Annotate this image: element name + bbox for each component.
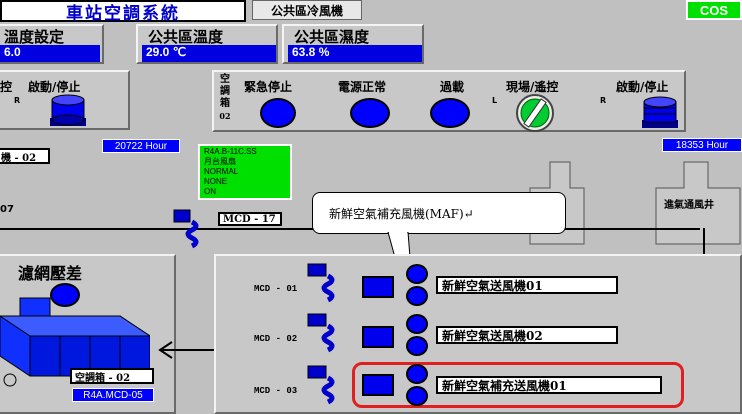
machine-02-tag: 機 - 02 bbox=[0, 148, 50, 164]
fan-01-rotor-bottom bbox=[406, 286, 428, 306]
fan-01-rotor-top bbox=[406, 264, 428, 284]
power-normal-label: 電源正常 bbox=[338, 80, 387, 94]
temp-setpoint-title: 溫度設定 bbox=[4, 28, 65, 46]
ahu-start-stop-label: 啟動/停止 bbox=[616, 80, 669, 94]
fan-02-damper-icon bbox=[307, 313, 335, 353]
temp-setpoint-panel: 溫度設定 6.0 bbox=[0, 24, 104, 64]
cos-label: COS bbox=[699, 2, 729, 18]
fan-01-name[interactable]: 新鮮空氣送風機01 bbox=[436, 276, 618, 294]
emergency-stop-indicator[interactable] bbox=[260, 98, 296, 128]
ahu-02-tag: 空調箱 - 02 bbox=[70, 368, 154, 384]
public-humidity-panel: 公共區濕度 63.8 % bbox=[282, 24, 424, 64]
public-temperature-value: 29.0 ℃ bbox=[142, 45, 276, 62]
temp-setpoint-value: 6.0 bbox=[0, 45, 100, 62]
mcd-01-label: MCD - 01 bbox=[254, 284, 298, 294]
fan-03-motor[interactable] bbox=[362, 374, 394, 396]
air-handler-unit-icon bbox=[0, 297, 150, 387]
r-marker: R bbox=[14, 96, 21, 105]
overload-label: 過載 bbox=[440, 80, 465, 94]
fan-01-motor[interactable] bbox=[362, 276, 394, 298]
fan-03-highlight-ring bbox=[352, 362, 684, 408]
intake-shaft-diagram bbox=[655, 161, 741, 245]
left-start-stop-label: 啟動/停止 bbox=[28, 80, 81, 94]
system-title-bar: 車站空調系統 bbox=[0, 0, 246, 24]
tab-public-area-cooler[interactable]: 公共區冷風機 bbox=[252, 0, 362, 20]
run-hours-right: 18353 Hour bbox=[662, 138, 742, 152]
run-hours-left: 20722 Hour bbox=[102, 139, 180, 153]
damper-actuator-icon bbox=[173, 209, 199, 249]
mcd-17-tag: MCD - 17 bbox=[218, 212, 282, 226]
cos-badge[interactable]: COS bbox=[686, 0, 742, 20]
ahu-r-marker: R bbox=[600, 96, 607, 105]
local-remote-switch-icon[interactable] bbox=[514, 94, 556, 132]
public-humidity-value: 63.8 % bbox=[288, 45, 422, 62]
filter-pressure-indicator bbox=[50, 283, 80, 307]
mcd-03-label: MCD - 03 bbox=[254, 386, 298, 396]
local-remote-label: 現場/遙控 bbox=[506, 80, 559, 94]
fan-03-name[interactable]: 新鮮空氣補充送風機01 bbox=[436, 376, 662, 394]
public-temperature-panel: 公共區溫度 29.0 ℃ bbox=[136, 24, 278, 64]
fan-02-rotor-bottom bbox=[406, 336, 428, 356]
overload-indicator bbox=[430, 98, 470, 128]
filter-pressure-label: 濾網壓差 bbox=[18, 264, 83, 283]
tab-label: 公共區冷風機 bbox=[270, 3, 343, 18]
fan-02-motor[interactable] bbox=[362, 326, 394, 348]
left-control-panel: 控 啟動/停止 R bbox=[0, 70, 130, 130]
left-control-label: 控 bbox=[0, 80, 13, 94]
intake-shaft-label: 進氣通風井 bbox=[664, 200, 714, 211]
fan-02-name[interactable]: 新鮮空氣送風機02 bbox=[436, 326, 618, 344]
fan-status-info-box[interactable]: R4A.B-11C.SS 月台風扇 NORMAL NONE ON bbox=[198, 144, 292, 200]
public-humidity-title: 公共區濕度 bbox=[294, 28, 370, 46]
ahu-start-stop-cylinder-icon[interactable] bbox=[638, 96, 682, 130]
left-arrow-icon bbox=[158, 341, 216, 359]
fan-03-rotor-bottom bbox=[406, 386, 428, 406]
power-normal-indicator bbox=[350, 98, 390, 128]
public-temperature-title: 公共區溫度 bbox=[148, 28, 224, 46]
code-07-label: 07 bbox=[0, 204, 14, 215]
fan-01-damper-icon bbox=[307, 263, 335, 303]
ahu-vertical-label: 空 調 箱 02 bbox=[219, 74, 231, 121]
emergency-stop-label: 緊急停止 bbox=[244, 80, 293, 94]
fan-03-damper-icon bbox=[307, 365, 335, 405]
system-title: 車站空調系統 bbox=[66, 3, 180, 24]
mcd-05-tag: R4A.MCD-05 bbox=[72, 388, 154, 402]
fan-02-rotor-top bbox=[406, 314, 428, 334]
l-marker: L bbox=[492, 96, 498, 105]
mcd-02-label: MCD - 02 bbox=[254, 334, 298, 344]
ahu-control-panel: 空 調 箱 02 緊急停止 電源正常 過載 現場/遙控 啟動/停止 L R bbox=[212, 70, 686, 132]
start-stop-cylinder-icon[interactable] bbox=[46, 94, 90, 128]
maf-callout: 新鮮空氣補充風機(MAF)↵ bbox=[312, 192, 566, 234]
fan-03-rotor-top bbox=[406, 364, 428, 384]
